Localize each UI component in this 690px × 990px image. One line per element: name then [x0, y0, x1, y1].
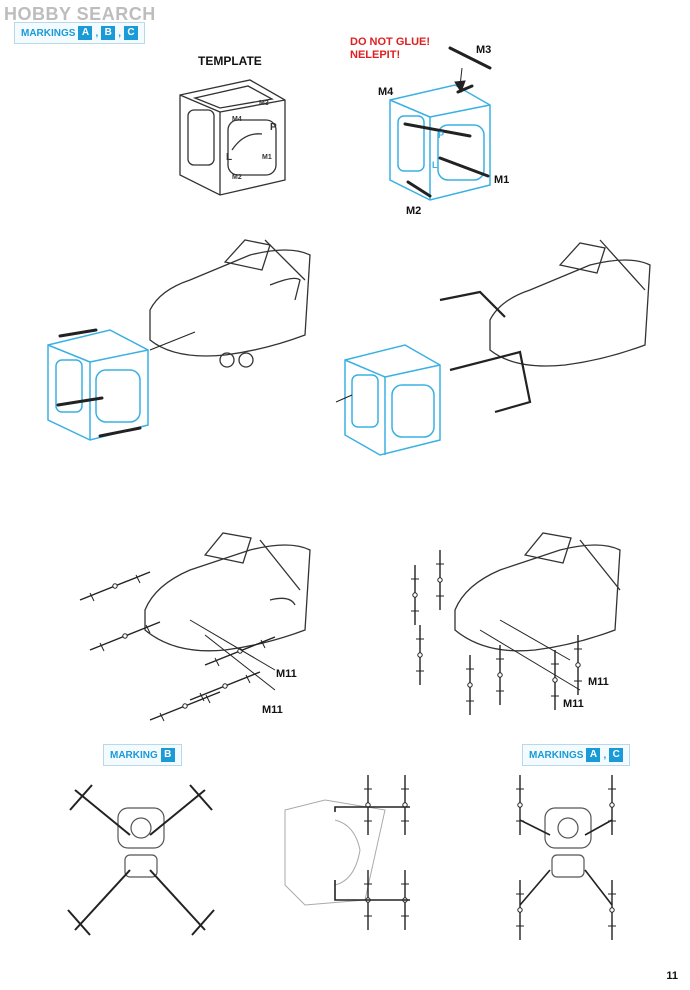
part-label-m1: M1: [494, 174, 510, 186]
blue-template-letter-l: L: [432, 160, 438, 170]
step2-left-template: [47, 329, 149, 441]
marking-badge-a: A: [78, 26, 93, 40]
template-letter-m4: M4: [232, 116, 242, 123]
part-label-m11: M11: [276, 668, 297, 680]
marking-badge-b: B: [101, 26, 116, 40]
template-drawing: [179, 79, 286, 196]
part-label-m4: M4: [378, 86, 394, 98]
warning-line-1: DO NOT GLUE!: [350, 36, 431, 48]
marking-label: MARKING: [110, 749, 158, 761]
step3-left-aircraft: [144, 532, 311, 652]
template-letter-m2: M2: [232, 174, 242, 181]
blue-template-letter-p: P: [438, 130, 445, 140]
warning-text: DO NOT GLUE! NELEPIT!: [350, 36, 430, 62]
template-letter-p: P: [270, 122, 277, 133]
marking-badge-c: C: [124, 26, 139, 40]
step2-right-rods: [439, 290, 532, 414]
step3-right-antennas: [410, 549, 583, 716]
part-label-m2: M2: [406, 205, 422, 217]
page-number: 11: [666, 970, 678, 982]
front-view-b: [117, 807, 165, 878]
template-letter-m1: M1: [262, 154, 272, 161]
marking-badge-a: A: [586, 748, 601, 762]
warning-line-2: NELEPIT!: [350, 49, 401, 61]
badge-separator: ,: [603, 749, 607, 761]
template-letter-l: L: [226, 152, 233, 163]
watermark: HOBBY SEARCH: [4, 4, 156, 24]
marking-badge-c: C: [609, 748, 624, 762]
markings-ac-label: MARKINGS A , C: [522, 744, 631, 766]
step2-right-aircraft: [489, 239, 651, 367]
marking-b-label: MARKING B: [103, 744, 182, 766]
template-letter-m3: M3: [259, 100, 269, 107]
badge-separator: ,: [118, 27, 122, 39]
side-view-antennas: [363, 774, 410, 931]
header-markings: MARKINGS A , B , C: [14, 22, 146, 44]
part-label-m11: M11: [563, 698, 584, 710]
badge-separator: ,: [95, 27, 99, 39]
part-label-m11: M11: [262, 704, 283, 716]
marking-badge-b: B: [160, 748, 175, 762]
part-rods: [403, 46, 492, 198]
template-with-parts: [389, 84, 491, 201]
markings-label: MARKINGS: [529, 749, 584, 761]
front-view-ac-antennas: [515, 774, 617, 941]
step2-left-aircraft: [149, 239, 311, 368]
part-label-m3: M3: [476, 44, 492, 56]
template-title: TEMPLATE: [198, 54, 262, 68]
step2-right-template: [344, 344, 441, 456]
markings-label: MARKINGS: [21, 27, 76, 39]
part-label-m11: M11: [588, 676, 609, 688]
front-view-ac: [544, 807, 592, 878]
step3-right-aircraft: [454, 532, 621, 652]
